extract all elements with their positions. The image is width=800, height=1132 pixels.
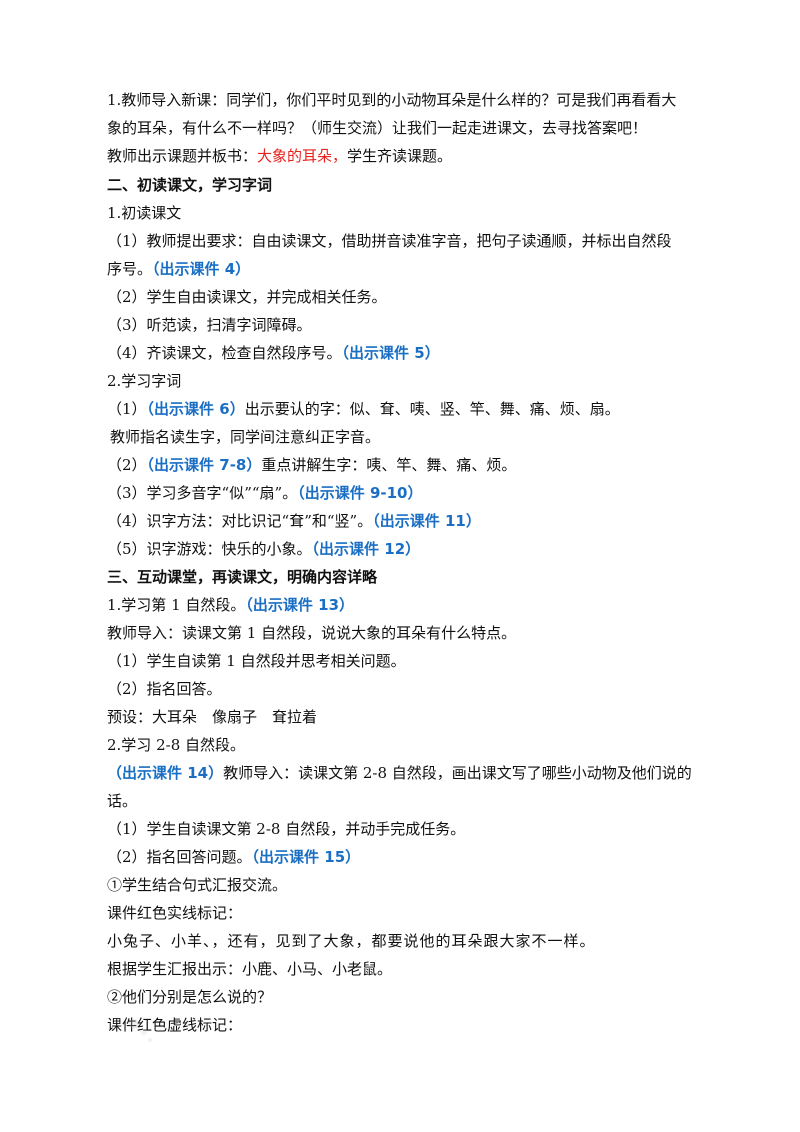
word-item-4: （4）识字方法：对比识记“耷”和“竖”。（出示课件 11） (0, 511, 800, 531)
s2-item-2: （2）学生自由读课文，并完成相关任务。 (107, 288, 387, 306)
word-item-2-text: 重点讲解生字：咦、竿、舞、痛、烦。 (261, 456, 517, 474)
word-item-2-pre: （2） (107, 456, 147, 474)
word-item-4-text: （4）识字方法：对比识记“耷”和“竖”。 (107, 512, 373, 530)
intro-title-prefix: 教师出示课题并板书： (107, 147, 258, 165)
intro-line-2: 象的耳朵，有什么不一样吗？（师生交流）让我们一起走进课文，去寻找答案吧！ (107, 119, 648, 137)
courseware-ref: （出示课件 12） (311, 540, 421, 558)
word-item-5-text: （5）识字游戏：快乐的小象。 (107, 540, 312, 558)
intro-title-suffix: 学生齐读课题。 (347, 147, 453, 165)
word-item-5: （5）识字游戏：快乐的小象。（出示课件 12） (0, 539, 800, 559)
intro-title-line: 教师出示课题并板书：大象的耳朵，学生齐读课题。 (0, 146, 800, 166)
section-2-sub-1: 1.初读课文 (107, 204, 182, 222)
s2-item-1-b-text: 序号。 (107, 260, 153, 278)
word-item-1: （1）（出示课件 6）出示要认的字：似、耷、咦、竖、竿、舞、痛、烦、扇。 (0, 399, 800, 419)
s3-part-1-intro: 教师导入：读课文第 1 自然段，说说大象的耳朵有什么特点。 (107, 624, 517, 642)
courseware-ref: （出示课件 4） (152, 260, 251, 278)
s3-part-1: 1.学习第 1 自然段。（出示课件 13） (0, 595, 800, 615)
s3-part-2-intro-b: 话。 (107, 792, 138, 810)
word-item-1-pre: （1） (107, 400, 147, 418)
s3-part-2-a: （1）学生自读课文第 2-8 自然段，并动手完成任务。 (107, 820, 466, 838)
s3-part-1-b: （2）指名回答。 (107, 680, 222, 698)
word-item-3-text: （3）学习多音字“似”“扇”。 (107, 484, 298, 502)
s3-part-1-a: （1）学生自读第 1 自然段并思考相关问题。 (107, 652, 406, 670)
intro-line-1: 1.教师导入新课：同学们，你们平时见到的小动物耳朵是什么样的？可是我们再看看大 (107, 91, 677, 109)
s3-animals-shown: 根据学生汇报出示：小鹿、小马、小老鼠。 (107, 960, 393, 978)
s3-step-1: ①学生结合句式汇报交流。 (107, 876, 288, 894)
section-2-heading: 二、初读课文，学习字词 (107, 176, 273, 194)
s3-part-1-preset: 预设：大耳朵 像扇子 耷拉着 (107, 708, 318, 726)
s3-part-2-intro-text: 教师导入：读课文第 2-8 自然段，画出课文写了哪些小动物及他们说的 (223, 764, 692, 782)
courseware-ref: （出示课件 7-8） (146, 456, 262, 474)
courseware-ref: （出示课件 6） (146, 400, 245, 418)
s2-item-1-a: （1）教师提出要求：自由读课文，借助拼音读准字音，把句子读通顺，并标出自然段 (107, 232, 672, 250)
s3-red-solid-note: 课件红色实线标记： (107, 904, 243, 922)
s2-item-4: （4）齐读课文，检查自然段序号。（出示课件 5） (0, 343, 800, 363)
section-3-heading: 三、互动课堂，再读课文，明确内容详略 (107, 568, 378, 586)
courseware-ref: （出示课件 13） (245, 596, 355, 614)
s2-item-3: （3）听范读，扫清字词障碍。 (107, 316, 312, 334)
word-item-1-text: 出示要认的字：似、耷、咦、竖、竿、舞、痛、烦、扇。 (244, 400, 620, 418)
watermark-icon (129, 1019, 152, 1042)
s3-part-2-intro-a: （出示课件 14）教师导入：读课文第 2-8 自然段，画出课文写了哪些小动物及他… (0, 763, 800, 783)
s2-item-4-text: （4）齐读课文，检查自然段序号。 (107, 344, 342, 362)
word-item-1-b: 教师指名读生字，同学间注意纠正字音。 (110, 428, 381, 446)
courseware-ref: （出示课件 15） (251, 848, 361, 866)
s3-step-2: ②他们分别是怎么说的？ (107, 988, 273, 1006)
s3-red-dashed-note: 课件红色虚线标记： (107, 1016, 243, 1034)
courseware-ref: （出示课件 5） (341, 344, 440, 362)
lesson-title: 大象的耳朵， (257, 147, 348, 165)
s3-sentence-pattern: 小兔子、小羊、，还有，见到了大象，都要说他的耳朵跟大家不一样。 (107, 932, 596, 950)
courseware-ref: （出示课件 14） (107, 764, 224, 782)
s3-part-1-text: 1.学习第 1 自然段。 (107, 596, 246, 614)
s3-part-2-b: （2）指名回答问题。（出示课件 15） (0, 847, 800, 867)
s3-part-2-b-text: （2）指名回答问题。 (107, 848, 252, 866)
word-item-3: （3）学习多音字“似”“扇”。（出示课件 9-10） (0, 483, 800, 503)
courseware-ref: （出示课件 9-10） (297, 484, 423, 502)
section-2-sub-2: 2.学习字词 (107, 372, 182, 390)
s3-part-2: 2.学习 2-8 自然段。 (107, 736, 246, 754)
word-item-2: （2）（出示课件 7-8）重点讲解生字：咦、竿、舞、痛、烦。 (0, 455, 800, 475)
s2-item-1-b: 序号。（出示课件 4） (0, 259, 800, 279)
courseware-ref: （出示课件 11） (372, 512, 481, 530)
